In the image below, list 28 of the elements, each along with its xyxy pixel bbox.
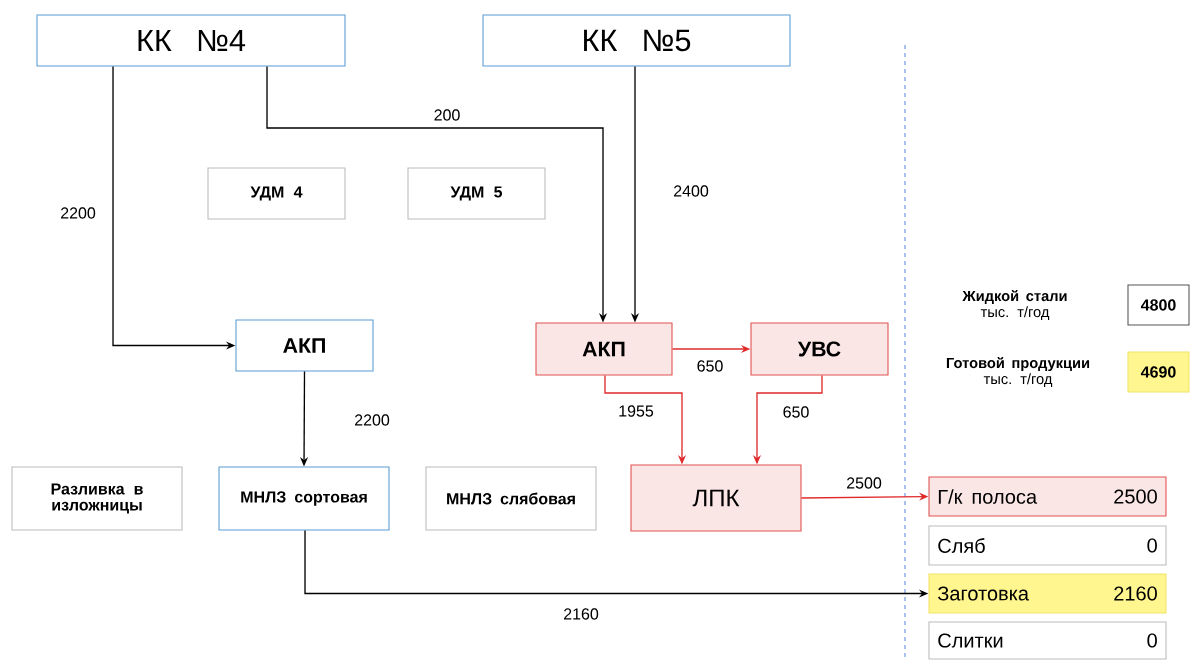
process-box: АКП — [235, 319, 374, 372]
edge-label: 2500 — [844, 476, 884, 490]
process-box: Разливка в изложницы — [11, 466, 183, 531]
product-row: Заготовка 2160 — [928, 573, 1167, 614]
product-row: Слитки 0 — [928, 621, 1167, 660]
process-box: МНЛЗ сортовая — [218, 466, 390, 531]
edge-label: 650 — [695, 359, 725, 373]
edge-label: 2200 — [352, 413, 392, 427]
caption-text: Жидкой стали тыс. т/год — [962, 290, 1067, 320]
edge-label: 650 — [781, 405, 811, 419]
process-box: УВС — [750, 322, 889, 376]
process-box: АКП — [535, 322, 673, 376]
edge-label: 1955 — [616, 404, 656, 418]
edge-label: 200 — [432, 108, 462, 122]
process-box: УДМ 5 — [407, 167, 546, 220]
product-row: Г/к полоса 2500 — [928, 476, 1167, 517]
edge-label: 2200 — [58, 206, 98, 220]
process-box: ЛПК — [630, 464, 802, 532]
process-box: УДМ 4 — [207, 167, 346, 220]
product-row: Сляб 0 — [928, 525, 1167, 566]
edge-label: 2160 — [561, 607, 601, 621]
process-box: КК №4 — [36, 14, 346, 67]
process-box: КК №5 — [482, 14, 791, 67]
process-box: МНЛЗ слябовая — [425, 466, 597, 531]
edge-label: 2400 — [671, 184, 711, 198]
value-box: 4800 — [1127, 284, 1190, 326]
caption-text: Готовой продукции тыс. т/год — [946, 357, 1090, 387]
value-box: 4690 — [1127, 351, 1190, 393]
